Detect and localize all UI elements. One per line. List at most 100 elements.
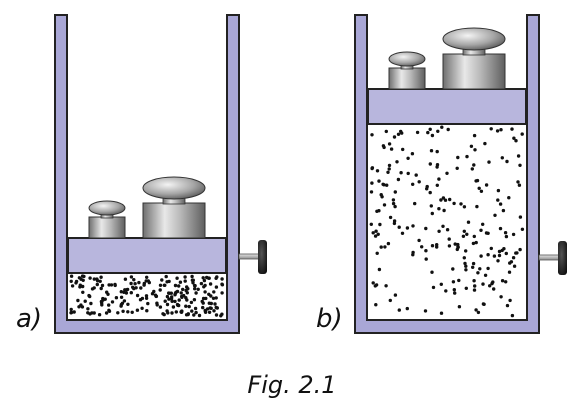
gas-particle xyxy=(465,154,469,159)
gas-particle xyxy=(479,189,484,193)
gas-particle xyxy=(393,293,398,297)
gas-particle xyxy=(520,132,524,136)
gas-particle xyxy=(179,310,184,314)
gas-particle xyxy=(369,222,373,226)
gas-particle xyxy=(123,288,127,292)
gas-particle xyxy=(445,171,449,175)
gas-particle xyxy=(206,276,211,280)
gas-particle xyxy=(137,280,141,285)
gas-particle xyxy=(471,261,476,266)
gas-particle xyxy=(447,237,451,241)
gas-particle xyxy=(453,291,457,295)
gas-particle xyxy=(393,190,397,194)
gas-particle xyxy=(178,280,183,284)
gas-particle xyxy=(413,201,417,206)
gas-particle xyxy=(374,229,378,233)
gas-particle xyxy=(162,312,166,317)
weight-icon xyxy=(388,51,426,90)
gas-particle xyxy=(400,131,404,135)
gas-particle xyxy=(510,127,514,131)
gas-particle xyxy=(505,303,510,308)
gas-particle xyxy=(414,173,418,177)
gas-particle xyxy=(107,283,111,287)
gas-particle xyxy=(377,267,382,272)
gas-particle xyxy=(158,305,163,309)
gas-particle xyxy=(495,129,500,133)
gas-particle xyxy=(113,283,117,288)
gas-particle xyxy=(129,291,133,295)
gas-particle xyxy=(177,298,181,302)
gas-particle xyxy=(435,243,439,247)
gas-particle xyxy=(437,177,441,181)
gas-particle xyxy=(205,307,210,311)
gas-particle xyxy=(439,282,443,286)
gas-particle xyxy=(92,311,96,315)
gas-particle xyxy=(214,285,219,289)
gas-particle xyxy=(158,283,163,287)
piston-icon xyxy=(367,88,527,125)
gas-particle xyxy=(435,183,439,187)
gas-particle xyxy=(374,283,379,287)
gas-particle xyxy=(411,182,415,186)
gas-particle xyxy=(401,147,405,152)
gas-particle xyxy=(428,127,432,131)
gas-particle xyxy=(437,229,441,233)
gas-particle xyxy=(201,276,205,280)
gas-particle xyxy=(375,251,379,255)
gas-particle xyxy=(476,271,480,275)
gas-particle xyxy=(500,279,505,283)
gas-particle xyxy=(500,248,504,253)
gas-particle xyxy=(451,267,455,271)
gas-particle xyxy=(476,310,481,315)
gas-particle xyxy=(132,278,136,282)
gas-particle xyxy=(69,307,73,312)
gas-particle xyxy=(442,208,446,213)
gas-particle xyxy=(175,276,179,280)
gas-particle xyxy=(107,309,112,313)
gas-particle xyxy=(497,253,502,258)
gas-particle xyxy=(397,308,401,312)
gas-particle xyxy=(79,277,83,281)
gas-particle xyxy=(499,295,503,299)
gas-particle xyxy=(440,125,444,129)
gas-particle xyxy=(99,275,103,279)
gas-particle xyxy=(119,290,124,294)
gas-particle xyxy=(83,299,87,303)
gas-particle xyxy=(474,240,478,245)
piston-icon xyxy=(67,237,227,274)
gas-particle xyxy=(429,204,433,208)
gas-particle xyxy=(387,167,391,171)
gas-particle xyxy=(167,279,171,284)
gas-particle xyxy=(501,208,506,213)
gas-particle xyxy=(464,249,468,253)
gas-particle xyxy=(212,309,216,313)
gas-particle xyxy=(69,279,73,283)
gas-particle xyxy=(207,301,211,305)
gas-particle xyxy=(193,306,198,311)
gas-particle xyxy=(152,289,156,294)
gas-particle xyxy=(447,244,452,248)
gas-particle xyxy=(86,307,90,311)
gas-particle xyxy=(384,284,388,288)
gas-particle xyxy=(167,297,171,301)
gas-particle xyxy=(144,279,148,283)
gas-particle xyxy=(439,198,443,202)
gas-particle xyxy=(104,311,109,315)
gas-particle xyxy=(448,197,452,202)
gas-particle xyxy=(488,284,492,288)
gas-particle xyxy=(514,139,518,143)
gas-particle xyxy=(439,311,444,315)
gas-particle xyxy=(411,250,415,255)
gas-particle xyxy=(389,147,394,151)
gas-particle xyxy=(379,245,383,249)
gas-particle xyxy=(486,231,490,235)
gas-particle xyxy=(429,149,434,153)
gas-particle xyxy=(405,306,409,311)
gas-particle xyxy=(212,290,216,294)
gas-particle xyxy=(214,296,218,300)
gas-particle xyxy=(444,289,448,293)
gas-particle xyxy=(392,219,397,223)
gas-particle xyxy=(197,313,202,318)
gas-particle xyxy=(399,171,403,175)
gas-particle xyxy=(110,300,115,304)
